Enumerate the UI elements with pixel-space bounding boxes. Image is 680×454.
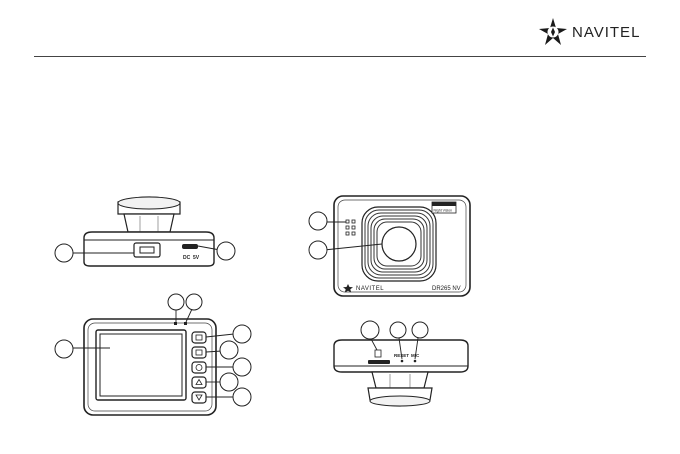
callout-circle xyxy=(233,388,251,406)
down-button xyxy=(192,392,206,403)
callout-circle xyxy=(361,321,379,339)
callout-circle xyxy=(220,341,238,359)
callout-circle xyxy=(233,325,251,343)
callout-circle xyxy=(220,373,238,391)
svg-text:DC: DC xyxy=(183,255,191,261)
callout-circle xyxy=(309,241,327,259)
callout-circle xyxy=(412,322,428,338)
callout-circle xyxy=(168,294,184,310)
device-front-view: Night Vision NAVITEL DR265 NV xyxy=(309,196,470,296)
callout-circle xyxy=(309,212,327,230)
callout-circle xyxy=(390,322,406,338)
up-button xyxy=(192,377,206,388)
menu-button xyxy=(192,332,206,343)
device-top-view: DC 5V xyxy=(55,197,235,266)
model-label: DR265 NV xyxy=(432,286,461,292)
front-brand-label: NAVITEL xyxy=(356,286,384,292)
port-label: 5V xyxy=(193,255,200,261)
callout-circle xyxy=(233,358,251,376)
device-bottom-view: RESET MIC xyxy=(334,321,468,406)
callout-circle xyxy=(55,244,73,262)
device-back-view xyxy=(55,294,251,415)
mode-button xyxy=(192,347,206,358)
callout-circle xyxy=(217,242,235,260)
callout-circle xyxy=(186,294,202,310)
ok-button xyxy=(192,362,206,373)
callout-circle xyxy=(55,340,73,358)
sticker-label: Night Vision xyxy=(434,209,453,213)
